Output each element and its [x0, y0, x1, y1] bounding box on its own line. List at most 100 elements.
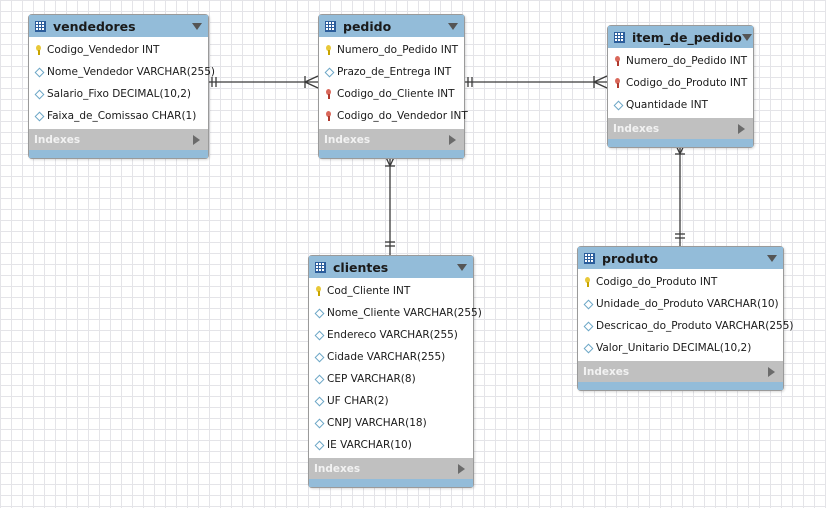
column-label: Faixa_de_Comissao CHAR(1) — [47, 110, 197, 122]
table-footer — [319, 150, 464, 158]
table-icon — [315, 261, 326, 273]
column-label: Codigo_do_Vendedor INT — [337, 110, 468, 122]
collapse-arrow-icon[interactable] — [448, 22, 458, 30]
expand-arrow-icon[interactable] — [449, 134, 456, 145]
table-produto[interactable]: produto Codigo_do_Produto INT Unidade_do… — [577, 246, 794, 391]
attribute-diamond-icon — [314, 352, 324, 362]
column-row[interactable]: Cod_Cliente INT — [309, 280, 473, 302]
collapse-arrow-icon[interactable] — [192, 22, 202, 30]
collapse-arrow-icon[interactable] — [457, 263, 467, 271]
indexes-section[interactable]: Indexes — [319, 129, 464, 150]
column-label: Codigo_do_Produto INT — [596, 276, 718, 288]
attribute-diamond-icon — [314, 374, 324, 384]
table-title: clientes — [333, 259, 389, 275]
indexes-label: Indexes — [34, 133, 81, 146]
column-label: UF CHAR(2) — [327, 395, 389, 407]
column-row[interactable]: Descricao_do_Produto VARCHAR(255) — [578, 315, 794, 337]
table-icon — [614, 31, 625, 43]
rel-pedido-item-de-pedido[interactable] — [463, 75, 608, 89]
column-row[interactable]: Quantidade INT — [608, 94, 753, 116]
column-label: Valor_Unitario DECIMAL(10,2) — [596, 342, 752, 354]
column-row[interactable]: Nome_Cliente VARCHAR(255) — [309, 302, 482, 324]
column-row[interactable]: Nome_Vendedor VARCHAR(255) — [29, 61, 215, 83]
primary-key-icon — [34, 45, 44, 55]
expand-arrow-icon[interactable] — [458, 463, 465, 474]
attribute-diamond-icon — [324, 67, 334, 77]
attribute-diamond-icon — [613, 100, 623, 110]
column-label: Cod_Cliente INT — [327, 285, 411, 297]
column-row[interactable]: Numero_do_Pedido INT — [608, 50, 753, 72]
attribute-diamond-icon — [314, 308, 324, 318]
rel-clientes-pedido[interactable] — [383, 152, 397, 255]
column-label: Unidade_do_Produto VARCHAR(10) — [596, 298, 779, 310]
column-label: Nome_Cliente VARCHAR(255) — [327, 307, 482, 319]
attribute-diamond-icon — [314, 440, 324, 450]
indexes-section[interactable]: Indexes — [608, 118, 753, 139]
column-row[interactable]: Salario_Fixo DECIMAL(10,2) — [29, 83, 208, 105]
indexes-section[interactable]: Indexes — [578, 361, 783, 382]
table-title: produto — [602, 250, 659, 266]
table-footer — [29, 150, 208, 158]
table-icon — [35, 20, 46, 32]
rel-produto-item-de-pedido[interactable] — [673, 140, 687, 246]
column-label: Codigo_do_Cliente INT — [337, 88, 455, 100]
table-footer — [578, 382, 783, 390]
table-header[interactable]: pedido — [319, 15, 464, 37]
column-label: IE VARCHAR(10) — [327, 439, 412, 451]
column-list: Cod_Cliente INT Nome_Cliente VARCHAR(255… — [309, 278, 482, 458]
table-header[interactable]: vendedores — [29, 15, 208, 37]
indexes-section[interactable]: Indexes — [29, 129, 208, 150]
collapse-arrow-icon[interactable] — [741, 33, 752, 41]
expand-arrow-icon[interactable] — [768, 366, 775, 377]
column-row[interactable]: Codigo_do_Produto INT — [608, 72, 753, 94]
table-header[interactable]: clientes — [309, 256, 473, 278]
primary-key-icon — [314, 286, 324, 296]
column-label: Numero_do_Pedido INT — [626, 55, 748, 67]
column-list: Codigo_Vendedor INT Nome_Vendedor VARCHA… — [29, 37, 215, 129]
column-label: Descricao_do_Produto VARCHAR(255) — [596, 320, 794, 332]
column-row[interactable]: UF CHAR(2) — [309, 390, 473, 412]
column-row[interactable]: Cidade VARCHAR(255) — [309, 346, 473, 368]
collapse-arrow-icon[interactable] — [767, 254, 777, 262]
attribute-diamond-icon — [34, 89, 44, 99]
table-header[interactable]: produto — [578, 247, 783, 269]
column-label: Quantidade INT — [626, 99, 708, 111]
table-item-de-pedido[interactable]: item_de_pedido Numero_do_Pedido INT Codi… — [607, 25, 754, 148]
attribute-diamond-icon — [34, 111, 44, 121]
indexes-label: Indexes — [324, 133, 371, 146]
expand-arrow-icon[interactable] — [193, 134, 200, 145]
table-clientes[interactable]: clientes Cod_Cliente INT Nome_Cliente VA… — [308, 255, 482, 488]
foreign-key-icon — [324, 89, 334, 99]
column-row[interactable]: Numero_do_Pedido INT — [319, 39, 464, 61]
column-row[interactable]: CNPJ VARCHAR(18) — [309, 412, 473, 434]
column-label: CNPJ VARCHAR(18) — [327, 417, 427, 429]
indexes-label: Indexes — [314, 462, 361, 475]
column-row[interactable]: Codigo_do_Vendedor INT — [319, 105, 468, 127]
column-row[interactable]: Faixa_de_Comissao CHAR(1) — [29, 105, 208, 127]
column-row[interactable]: Codigo_Vendedor INT — [29, 39, 208, 61]
column-row[interactable]: Codigo_do_Produto INT — [578, 271, 783, 293]
foreign-key-icon — [613, 56, 623, 66]
rel-vendedores-pedido[interactable] — [207, 75, 319, 89]
column-list: Codigo_do_Produto INT Unidade_do_Produto… — [578, 269, 794, 361]
primary-key-icon — [324, 45, 334, 55]
table-footer — [309, 479, 473, 487]
column-row[interactable]: Valor_Unitario DECIMAL(10,2) — [578, 337, 783, 359]
column-list: Numero_do_Pedido INT Codigo_do_Produto I… — [608, 48, 753, 118]
column-row[interactable]: IE VARCHAR(10) — [309, 434, 473, 456]
attribute-diamond-icon — [314, 396, 324, 406]
column-row[interactable]: Codigo_do_Cliente INT — [319, 83, 464, 105]
column-row[interactable]: Endereco VARCHAR(255) — [309, 324, 473, 346]
indexes-section[interactable]: Indexes — [309, 458, 473, 479]
table-vendedores[interactable]: vendedores Codigo_Vendedor INT Nome_Vend… — [28, 14, 215, 159]
primary-key-icon — [583, 277, 593, 287]
table-title: pedido — [343, 18, 392, 34]
table-header[interactable]: item_de_pedido — [608, 26, 753, 48]
expand-arrow-icon[interactable] — [738, 123, 745, 134]
table-pedido[interactable]: pedido Numero_do_Pedido INT Prazo_de_Ent… — [318, 14, 468, 159]
column-row[interactable]: Prazo_de_Entrega INT — [319, 61, 464, 83]
column-label: Cidade VARCHAR(255) — [327, 351, 446, 363]
column-row[interactable]: Unidade_do_Produto VARCHAR(10) — [578, 293, 783, 315]
column-label: Codigo_Vendedor INT — [47, 44, 160, 56]
column-row[interactable]: CEP VARCHAR(8) — [309, 368, 473, 390]
